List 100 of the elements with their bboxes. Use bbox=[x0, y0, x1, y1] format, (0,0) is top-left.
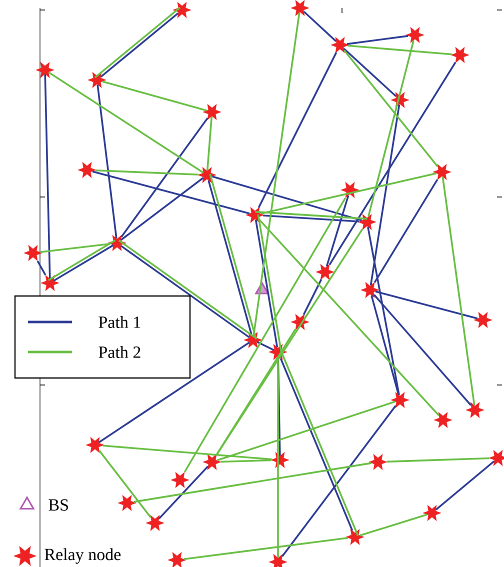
relay-node bbox=[168, 552, 186, 567]
connection-line bbox=[368, 40, 414, 217]
connection-line bbox=[94, 6, 181, 78]
relay-node bbox=[466, 402, 484, 418]
relay-node bbox=[422, 505, 442, 521]
connection-line bbox=[260, 172, 436, 215]
relay-node bbox=[108, 235, 126, 251]
relay-node bbox=[434, 412, 452, 428]
connection-line bbox=[98, 450, 152, 518]
connection-line bbox=[367, 226, 400, 396]
connection-line bbox=[346, 35, 408, 45]
connection-line bbox=[263, 214, 359, 222]
relay-node bbox=[88, 72, 106, 88]
connection-line bbox=[374, 179, 438, 283]
connection-line bbox=[100, 12, 179, 78]
connection-line bbox=[102, 80, 207, 112]
connection-line bbox=[258, 218, 440, 416]
connection-line bbox=[370, 104, 400, 286]
connection-line bbox=[220, 459, 272, 463]
relay-node bbox=[270, 452, 290, 468]
connection-line bbox=[370, 295, 400, 395]
relay-node bbox=[450, 47, 470, 63]
connection-line bbox=[92, 170, 250, 214]
relay-node bbox=[316, 264, 334, 280]
legend-label: Path 2 bbox=[98, 346, 140, 358]
connection-line bbox=[258, 52, 338, 208]
connection-line bbox=[328, 62, 456, 266]
connection-line bbox=[256, 341, 274, 351]
connection-line bbox=[102, 444, 272, 460]
connection-line bbox=[95, 169, 199, 176]
relay-node bbox=[78, 162, 96, 178]
connection-line bbox=[184, 537, 348, 560]
relay-node bbox=[488, 450, 504, 466]
connection-line bbox=[254, 220, 278, 348]
relay-node bbox=[290, 314, 310, 330]
connection-line bbox=[326, 195, 350, 267]
relay-node bbox=[330, 37, 350, 53]
relay-node bbox=[268, 554, 288, 567]
relay-node bbox=[172, 2, 192, 18]
relay-node bbox=[24, 245, 42, 261]
connection-line bbox=[303, 10, 337, 42]
relay-node bbox=[146, 515, 164, 531]
relay-node bbox=[170, 472, 190, 488]
relay-node bbox=[432, 164, 452, 180]
connection-line bbox=[302, 278, 322, 316]
relay-node bbox=[268, 344, 288, 360]
relay-node bbox=[360, 282, 380, 298]
connection-line bbox=[216, 328, 296, 456]
connection-line bbox=[120, 177, 204, 241]
connection-line bbox=[255, 210, 368, 220]
connection-line bbox=[96, 84, 118, 238]
relay-node bbox=[202, 454, 222, 470]
relay-node bbox=[86, 437, 104, 453]
connection-line bbox=[442, 176, 476, 406]
connection-line bbox=[206, 116, 213, 170]
connection-line bbox=[386, 457, 490, 463]
connection-line bbox=[216, 400, 396, 462]
connection-line bbox=[252, 12, 300, 336]
connection-line bbox=[98, 342, 250, 444]
relay-node bbox=[198, 167, 216, 183]
connection-line bbox=[216, 228, 364, 456]
connection-line bbox=[257, 214, 282, 352]
relay-node bbox=[390, 92, 410, 108]
connection-line bbox=[48, 72, 204, 174]
connection-line bbox=[208, 180, 252, 335]
relay-node bbox=[358, 214, 376, 230]
connection-line bbox=[282, 405, 396, 557]
connection-line bbox=[184, 198, 346, 472]
relay-node bbox=[36, 62, 54, 78]
connection-line bbox=[277, 356, 279, 558]
connection-line bbox=[133, 462, 372, 503]
connection-line bbox=[36, 260, 46, 276]
connection-line bbox=[209, 174, 257, 340]
connection-line bbox=[158, 466, 209, 520]
relay-node bbox=[118, 495, 136, 511]
relay-node bbox=[390, 392, 410, 408]
relay-node bbox=[368, 454, 388, 470]
connection-line bbox=[375, 290, 478, 320]
connection-line bbox=[344, 50, 438, 168]
relay-node bbox=[346, 529, 364, 545]
relay-node bbox=[202, 104, 222, 120]
relay-node bbox=[406, 27, 424, 43]
legend-label: Path 1 bbox=[98, 316, 140, 328]
relay-node bbox=[244, 332, 262, 348]
connection-line bbox=[120, 117, 208, 238]
connection-line bbox=[40, 242, 110, 254]
relay-node bbox=[474, 312, 492, 328]
connection-line bbox=[348, 44, 452, 56]
relay-node bbox=[290, 0, 310, 16]
relay-node bbox=[246, 207, 264, 223]
relay-node bbox=[40, 275, 60, 291]
legend-label: BS bbox=[48, 499, 68, 511]
connection-line bbox=[435, 460, 495, 510]
connection-line bbox=[343, 48, 397, 98]
connection-line bbox=[212, 176, 362, 222]
relay-node bbox=[340, 182, 360, 198]
connection-line bbox=[373, 294, 472, 406]
connection-line bbox=[53, 244, 114, 282]
connection-line bbox=[360, 514, 428, 536]
connection-line bbox=[48, 239, 116, 282]
